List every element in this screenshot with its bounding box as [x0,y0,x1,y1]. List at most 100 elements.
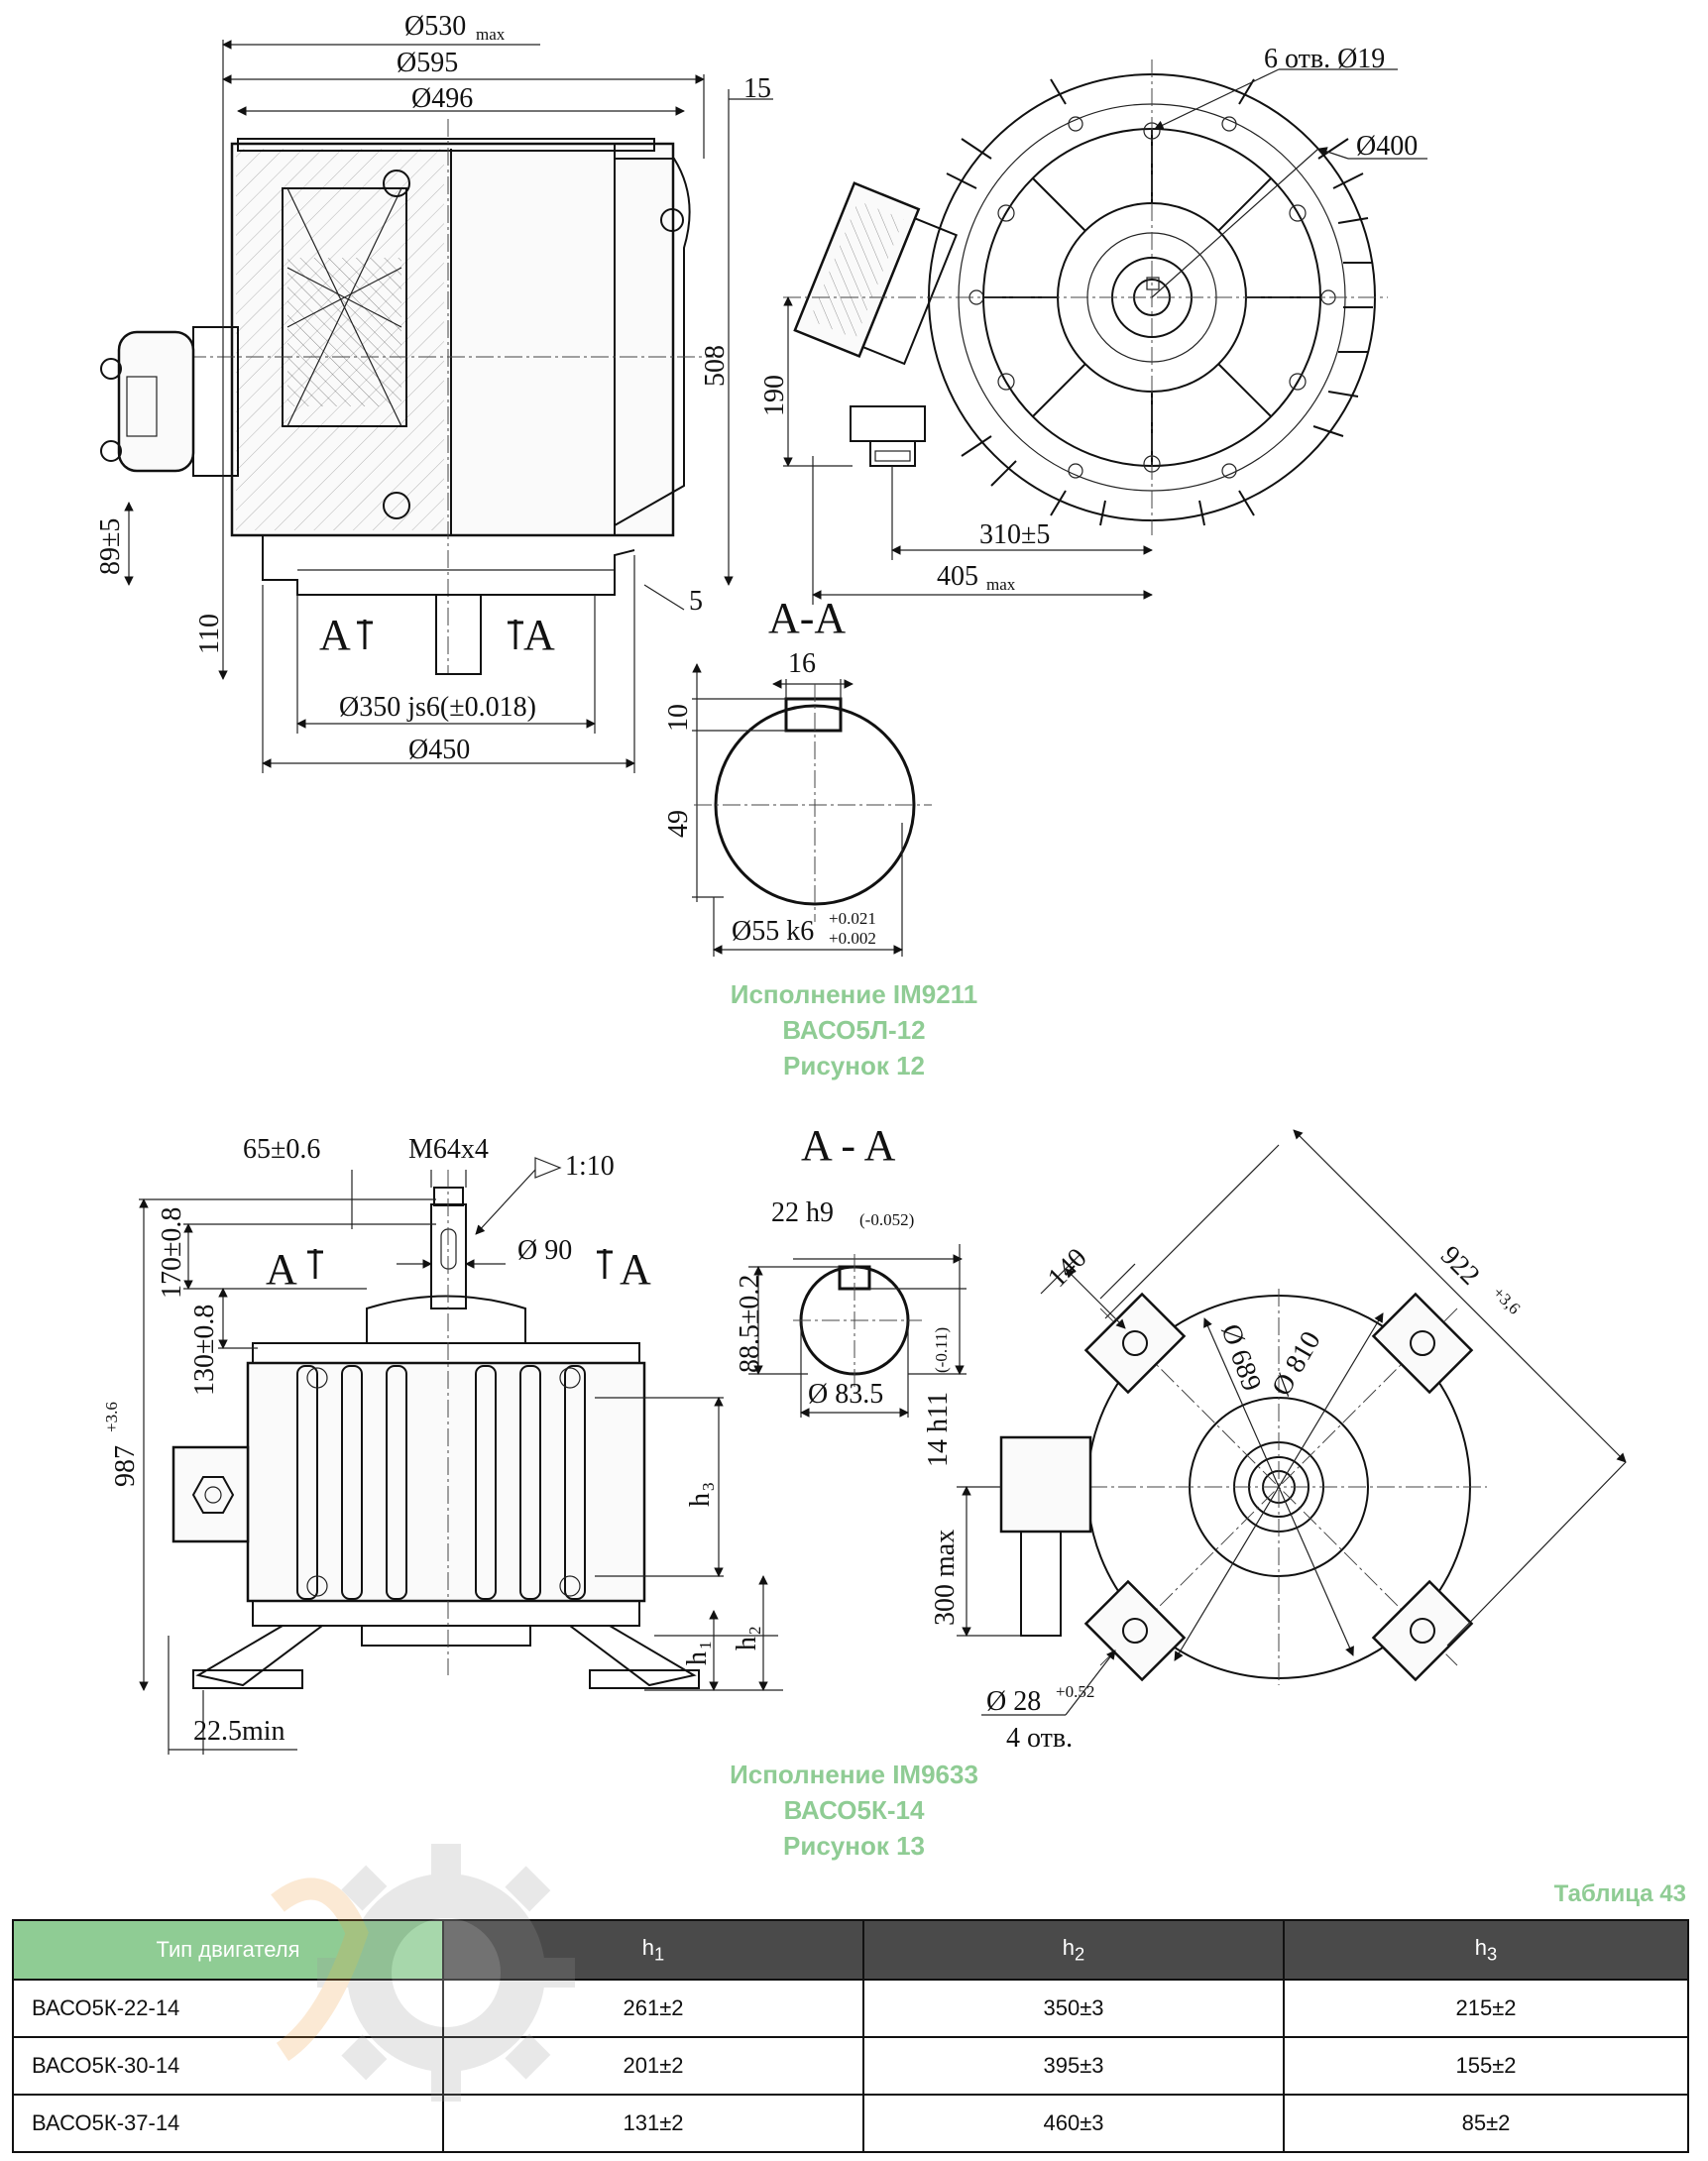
cell-h1: 131±2 [442,2094,864,2153]
fig12-dim-89: 89±5 [95,518,126,575]
fig12-dim-16: 16 [788,648,816,679]
fig12-dim-110: 110 [194,614,225,654]
fig13-dim-h2: h [732,1637,762,1650]
fig13-dim-h3: h [685,1493,716,1507]
fig13-section-mark-left: A [266,1245,297,1294]
table-header-row: Тип двигателя h1 h2 h3 [12,1919,1689,1981]
fig13-terminal-box [171,1445,250,1543]
fig12-bearing-bottom-icon [383,492,410,519]
fig13-caption-execution: Исполнение IM9633 [730,1760,978,1789]
cell-type: ВАСО5К-37-14 [12,2094,444,2153]
fig13-dim-170: 170±0.8 [157,1207,187,1299]
fig12-dim-d530-max: max [476,25,506,44]
fig13-dim-h1-sub: 1 [696,1642,715,1650]
fig12-front-view: 6 отв. Ø19 Ø400 190 310±5 405 max [759,44,1427,605]
fig13-dim-d88: 88.5±0.2 [735,1275,765,1373]
fig12-caption-execution: Исполнение IM9211 [730,979,978,1009]
fig12-dim-15: 15 [743,73,771,104]
fig12-section-title: A-A [768,594,846,642]
fig13-dim-d28: Ø 28 [986,1686,1041,1717]
spec-table: Тип двигателя h1 h2 h3 ВАСО5К-22-14 261±… [12,1919,1689,2153]
fig12-dim-holes: 6 отв. Ø19 [1264,44,1385,74]
header-type: Тип двигателя [12,1919,444,1981]
fig12-section-mark-right: A [523,611,555,659]
fig13-dim-d90: Ø 90 [517,1235,572,1266]
fig12-dim-508: 508 [700,345,731,387]
fig13-dim-d14-tol: (-0.11) [932,1327,951,1373]
fig13-section-mark-right: A [620,1245,651,1294]
fig13-dim-130: 130±0.8 [189,1305,220,1396]
fig13-foot-bottom-right [1371,1579,1474,1682]
fig13-dim-987: 987 [110,1445,141,1487]
header-h1: h1 [442,1919,864,1981]
fig12-dim-49: 49 [663,810,694,838]
fig12-dim-d350: Ø350 js6(±0.018) [339,692,536,723]
fig13-dim-d22: 22 h9 [771,1197,834,1228]
table-row: ВАСО5К-22-14 261±2 350±3 215±2 [12,1979,1689,2038]
fig13-dim-d14: 14 h11 [923,1392,954,1467]
fig12-dim-190: 190 [759,375,790,416]
fig13-caption-figure: Рисунок 13 [783,1831,925,1861]
cell-h2: 460±3 [862,2094,1285,2153]
fig12-dim-5: 5 [689,586,703,617]
fig12-dim-405-max: max [986,575,1016,594]
fig13-dim-d28-sup: +0.52 [1056,1682,1094,1701]
cell-h3: 85±2 [1283,2094,1689,2153]
fig12-terminal-box-front [793,181,959,366]
table-row: ВАСО5К-37-14 131±2 460±3 85±2 [12,2094,1689,2153]
fig12-dim-d55: Ø55 k6 [732,916,814,947]
header-h3: h3 [1283,1919,1689,1981]
fig13-top-view: 140 922 +3,6 Ø 689 Ø 810 300 max Ø 28 +0… [930,1129,1627,1754]
table-row: ВАСО5К-30-14 201±2 395±3 155±2 [12,2036,1689,2096]
fig13-dim-d810: Ø 810 [1266,1326,1326,1401]
fig13-section-aa: A - A 22 h9 (-0.052) 88.5±0.2 Ø 83.5 14 … [735,1121,967,1467]
fig13-dim-d22-tol: (-0.052) [859,1210,914,1229]
cell-h2: 350±3 [862,1979,1285,2038]
fig12-lifting-eye-icon [660,208,684,232]
fig13-dim-m64: M64x4 [408,1134,489,1165]
cell-type: ВАСО5К-22-14 [12,1979,444,2038]
fig12-side-view: Ø530 max Ø595 Ø496 15 508 89±5 110 5 A A… [95,11,773,773]
fig13-dim-h3-sub: 3 [699,1483,718,1492]
fig12-dim-d450: Ø450 [408,735,470,765]
fig12-shaft [435,594,482,675]
fig12-dim-d496: Ø496 [411,83,473,114]
fig12-dim-d400: Ø400 [1356,131,1418,162]
fig13-side-view: 65±0.6 M64x4 1:10 Ø 90 A A 170±0.8 130±0… [102,1134,783,1755]
fig12-dim-405: 405 [937,561,978,592]
fig13-dim-65: 65±0.6 [243,1134,320,1165]
table-title: Таблица 43 [1553,1880,1686,1907]
fig12-dim-310: 310±5 [979,519,1050,550]
fig12-caption-figure: Рисунок 12 [783,1051,925,1080]
fig12-bearing-top-icon [383,170,410,197]
fig13-dim-h2-sub: 2 [745,1627,764,1636]
fig13-dim-d300: 300 max [930,1530,961,1626]
fig13-dim-922-sup: +3,6 [1489,1283,1524,1317]
fig13-dim-987-sup: +3.6 [102,1402,121,1432]
fig12-caption-model: ВАСО5Л-12 [782,1015,926,1045]
fig12-section-mark-left: A [319,611,351,659]
fig13-dim-d83: Ø 83.5 [808,1379,883,1410]
fig13-motor-housing [246,1361,646,1603]
header-h2: h2 [862,1919,1285,1981]
fig13-section-title: A - A [801,1121,896,1170]
fig13-dim-taper: 1:10 [565,1151,615,1182]
fig13-dim-h1: h [682,1651,713,1665]
cell-h2: 395±3 [862,2036,1285,2096]
fig12-dim-d595: Ø595 [397,48,458,78]
fig12-dim-d55-lower: +0.002 [829,929,876,948]
fig12-dim-d530: Ø530 [404,11,466,42]
fig13-terminal-box-top [999,1435,1092,1534]
cell-h3: 155±2 [1283,2036,1689,2096]
fig12-dim-10: 10 [663,704,694,732]
fig12-section-aa: A-A 16 10 49 Ø55 k6 +0.021 +0.002 [663,594,932,957]
fig13-dim-140: 140 [1042,1242,1093,1294]
fig13-dim-holes4: 4 отв. [1006,1723,1073,1754]
cell-h1: 261±2 [442,1979,864,2038]
fig13-caption-model: ВАСО5К-14 [783,1795,925,1825]
cell-h1: 201±2 [442,2036,864,2096]
cell-type: ВАСО5К-30-14 [12,2036,444,2096]
cell-h3: 215±2 [1283,1979,1689,2038]
